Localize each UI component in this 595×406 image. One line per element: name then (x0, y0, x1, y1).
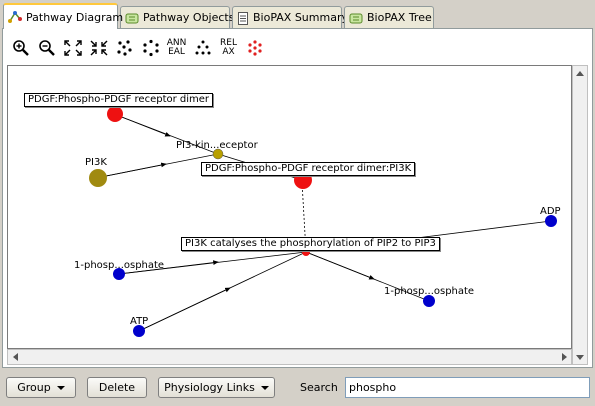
document-icon (237, 11, 249, 25)
circle-layout-button[interactable] (139, 36, 162, 60)
node-pi3k[interactable] (89, 169, 107, 187)
scatter-layout-button[interactable] (113, 36, 136, 60)
highlight-layout-button[interactable] (243, 36, 266, 60)
label-reaction[interactable]: PI3K catalyses the phosphorylation of PI… (181, 237, 440, 251)
fit-to-window-button[interactable] (61, 36, 84, 60)
scroll-up-icon[interactable] (573, 66, 587, 80)
delete-button[interactable]: Delete (87, 377, 147, 398)
label-pi3kin[interactable]: PI3-kin...eceptor (176, 140, 258, 151)
edge-substrate-arrow (118, 260, 219, 275)
node-phosp-out[interactable] (423, 295, 435, 307)
pathway-graph (89, 106, 557, 337)
vertical-scrollbar[interactable] (572, 65, 588, 365)
horizontal-scrollbar[interactable] (7, 349, 572, 365)
scatter-layout-icon (116, 40, 132, 56)
pathway-diagram-panel: ANN EAL REL AX (2, 28, 593, 368)
scroll-down-icon[interactable] (573, 350, 587, 364)
scroll-right-icon[interactable] (557, 350, 571, 364)
edge-dimer-arrow (113, 113, 171, 137)
search-input[interactable] (345, 377, 590, 398)
group-button-label: Group (17, 381, 51, 394)
group-button[interactable]: Group (6, 377, 76, 398)
edge-product-arrow (305, 251, 375, 280)
tab-label: BioPAX Summary (253, 11, 348, 24)
label-pi3k[interactable]: PI3K (85, 157, 107, 168)
node-pi3kin-intermediate[interactable] (212, 148, 224, 160)
label-atp[interactable]: ATP (130, 316, 149, 327)
tab-label: Pathway Diagram (26, 10, 124, 24)
physiology-links-label: Physiology Links (164, 381, 255, 394)
grid-layout-button[interactable] (191, 36, 214, 60)
zoom-in-icon (12, 40, 29, 56)
bottom-toolbar: Group Delete Physiology Links Search (0, 370, 595, 406)
tab-biopax-summary[interactable]: BioPAX Summary (232, 6, 348, 28)
pathway-diagram-icon (8, 11, 22, 23)
tab-bar: Pathway Diagram Pathway Objects BioPAX S… (0, 0, 595, 29)
tab-pathway-objects[interactable]: Pathway Objects (120, 6, 234, 28)
label-adp[interactable]: ADP (540, 206, 561, 217)
tab-biopax-tree[interactable]: BioPAX Tree (344, 6, 434, 28)
grid-layout-icon (195, 40, 210, 55)
diagram-toolbar: ANN EAL REL AX (9, 34, 266, 62)
label-complex[interactable]: PDGF:Phospho-PDGF receptor dimer:PI3K (201, 162, 416, 176)
zoom-out-button[interactable] (35, 36, 58, 60)
delete-button-label: Delete (98, 381, 136, 394)
highlight-layout-icon (247, 40, 262, 56)
node-pdgf-dimer[interactable] (107, 106, 123, 122)
tree-icon (349, 12, 363, 24)
shrink-button[interactable] (87, 36, 110, 60)
chevron-down-icon (260, 385, 269, 390)
relax-text: REL AX (220, 38, 237, 57)
zoom-out-icon (38, 40, 55, 56)
label-pdgf-dimer[interactable]: PDGF:Phospho-PDGF receptor dimer (24, 93, 214, 107)
diagram-canvas[interactable]: PDGF:Phospho-PDGF receptor dimer PI3-kin… (7, 65, 572, 349)
physiology-links-button[interactable]: Physiology Links (158, 377, 275, 398)
edge-pi3k-arrow (95, 162, 167, 179)
label-phosp-in[interactable]: 1-phosp...osphate (74, 260, 165, 271)
chevron-down-icon (56, 385, 65, 390)
tab-label: BioPAX Tree (367, 11, 432, 24)
node-phosp-in[interactable] (113, 268, 125, 280)
objects-icon (125, 12, 139, 24)
circle-layout-icon (142, 39, 159, 57)
fit-to-window-icon (63, 40, 82, 56)
label-phosp-out[interactable]: 1-phosp...osphate (384, 286, 475, 297)
zoom-in-button[interactable] (9, 36, 32, 60)
node-adp[interactable] (545, 215, 557, 227)
anneal-text: ANN EAL (166, 38, 187, 57)
shrink-icon (90, 40, 107, 56)
relax-layout-button[interactable]: REL AX (217, 36, 240, 60)
tab-pathway-diagram[interactable]: Pathway Diagram (3, 3, 123, 29)
edge-atp-arrow (138, 287, 231, 332)
anneal-layout-button[interactable]: ANN EAL (165, 36, 188, 60)
search-label: Search (300, 381, 338, 394)
scroll-left-icon[interactable] (8, 350, 22, 364)
tab-label: Pathway Objects (143, 11, 235, 24)
node-atp[interactable] (133, 325, 145, 337)
